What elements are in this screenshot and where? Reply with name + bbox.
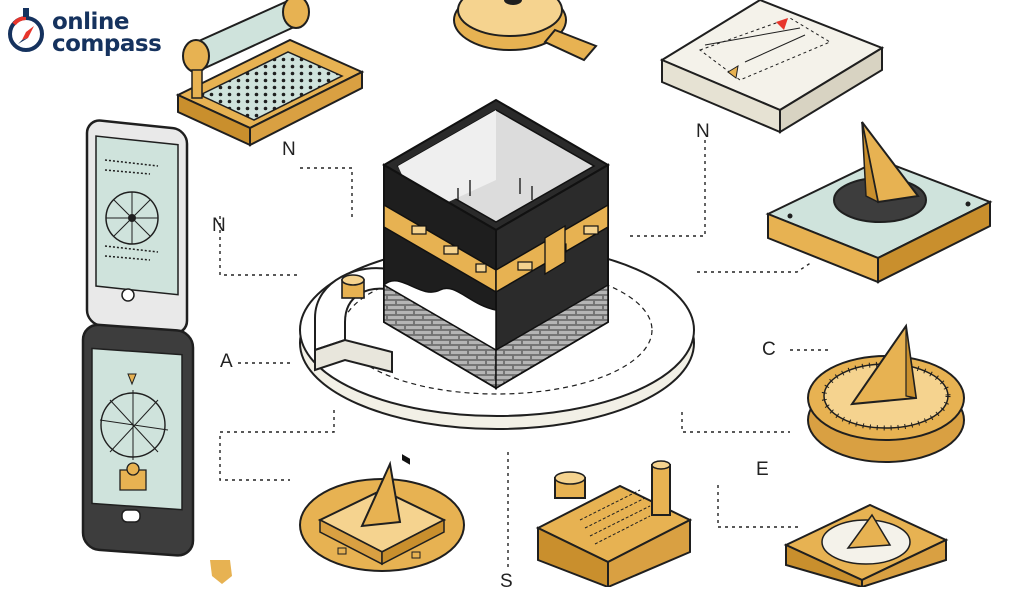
sundial-round-illustration (807, 323, 965, 463)
typewriter-illustration (175, 0, 365, 147)
compass-icon (8, 8, 44, 52)
logo-text-compass: compass (52, 31, 162, 57)
kaaba-illustration (382, 98, 610, 465)
sundial-square-teal-illustration (765, 121, 993, 284)
magnifier-dial-illustration (453, 0, 598, 62)
direction-label-c: C (762, 339, 776, 360)
phone-compass-top-illustration (85, 119, 189, 335)
direction-label-n-left: N (212, 215, 226, 236)
direction-label-n-top: N (282, 139, 296, 160)
logo-text-online: online (52, 9, 129, 35)
sundial-square-bottom-right-illustration (783, 503, 949, 587)
online-compass-logo[interactable]: online compass (4, 4, 162, 60)
tag-marker-icon (210, 560, 232, 584)
sundial-bottom-center-illustration (299, 460, 465, 572)
connector-lines (219, 140, 832, 570)
direction-label-a: A (220, 351, 233, 372)
direction-label-n-right: N (696, 121, 710, 142)
phone-compass-bottom-illustration (81, 323, 195, 557)
paper-map-illustration (659, 0, 885, 134)
direction-label-s: S (500, 571, 513, 592)
stamp-block-illustration (535, 460, 693, 587)
direction-label-e: E (756, 459, 769, 480)
